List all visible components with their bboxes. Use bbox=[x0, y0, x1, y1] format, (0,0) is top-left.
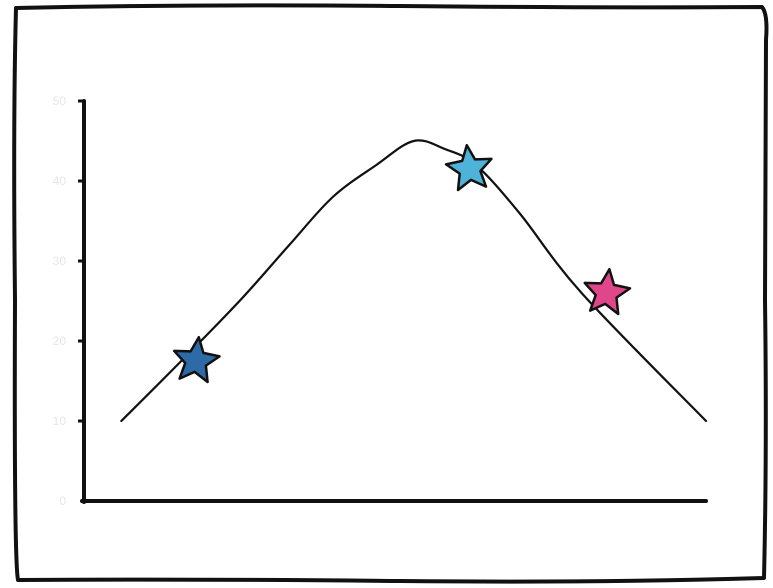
star-marker-0 bbox=[172, 335, 221, 384]
y-tick-label-4: 40 bbox=[53, 174, 67, 188]
star-marker-1 bbox=[444, 143, 493, 192]
y-tick-label-1: 10 bbox=[53, 414, 67, 428]
series-line-0 bbox=[120, 139, 708, 423]
y-tick-label-0: 0 bbox=[59, 494, 66, 508]
y-tick-label-2: 20 bbox=[53, 334, 67, 348]
frame-border bbox=[12, 3, 769, 584]
star-marker-2 bbox=[583, 267, 632, 316]
y-tick-label-3: 30 bbox=[53, 254, 67, 268]
y-tick-label-5: 50 bbox=[53, 94, 67, 108]
